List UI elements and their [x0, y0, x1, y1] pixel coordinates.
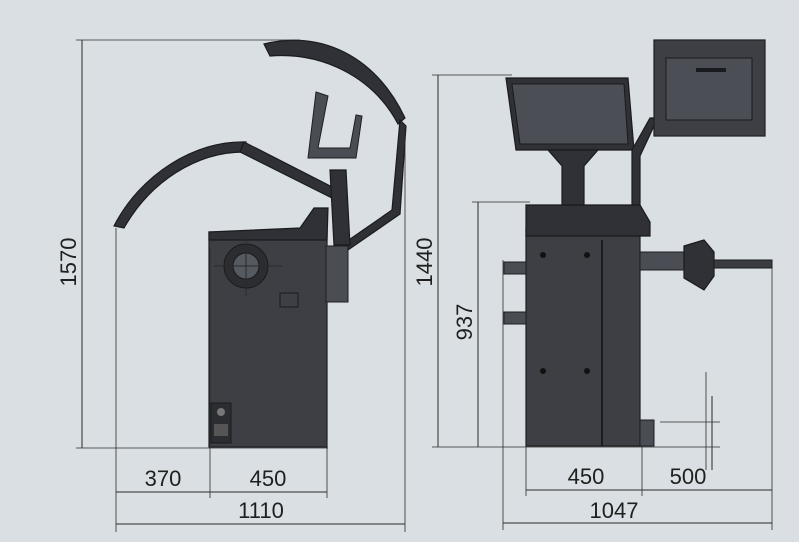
hood-lower: [113, 141, 247, 229]
cabinet-top: [208, 207, 329, 241]
rear-bracket: [325, 245, 349, 303]
front-cabinet-top: [525, 204, 651, 237]
balancing-shaft: [713, 259, 773, 269]
right-machine-front-view: [503, 39, 773, 447]
right-dimensions: [432, 74, 773, 530]
label-right-total-height: 1440: [412, 238, 437, 287]
left-dimensions: [76, 39, 406, 532]
label-left-total-depth: 1110: [238, 498, 284, 523]
label-right-shaft-height: 500: [670, 464, 707, 489]
hood-upper: [263, 39, 406, 125]
label-right-body-width: 450: [568, 464, 605, 489]
balancing-shaft-housing: [639, 251, 685, 271]
label-right-total-width: 1047: [590, 498, 639, 523]
label-left-depth-body: 450: [250, 466, 287, 491]
monitor-stand: [546, 149, 600, 206]
shaft-cone: [683, 239, 715, 291]
weight-holder-upper: [503, 261, 527, 275]
display-panel: [307, 91, 363, 159]
label-right-body-height: 937: [452, 304, 477, 341]
side-label-plate: [279, 292, 299, 308]
label-left-total-height: 1570: [56, 238, 81, 287]
label-left-depth-front: 370: [145, 466, 182, 491]
monitor-screen: [511, 83, 629, 145]
left-machine-side-view: [113, 39, 407, 448]
display-post: [329, 169, 351, 246]
cabinet-foot: [639, 419, 655, 447]
front-cabinet: [525, 227, 641, 447]
weight-holder-lower: [503, 311, 527, 325]
